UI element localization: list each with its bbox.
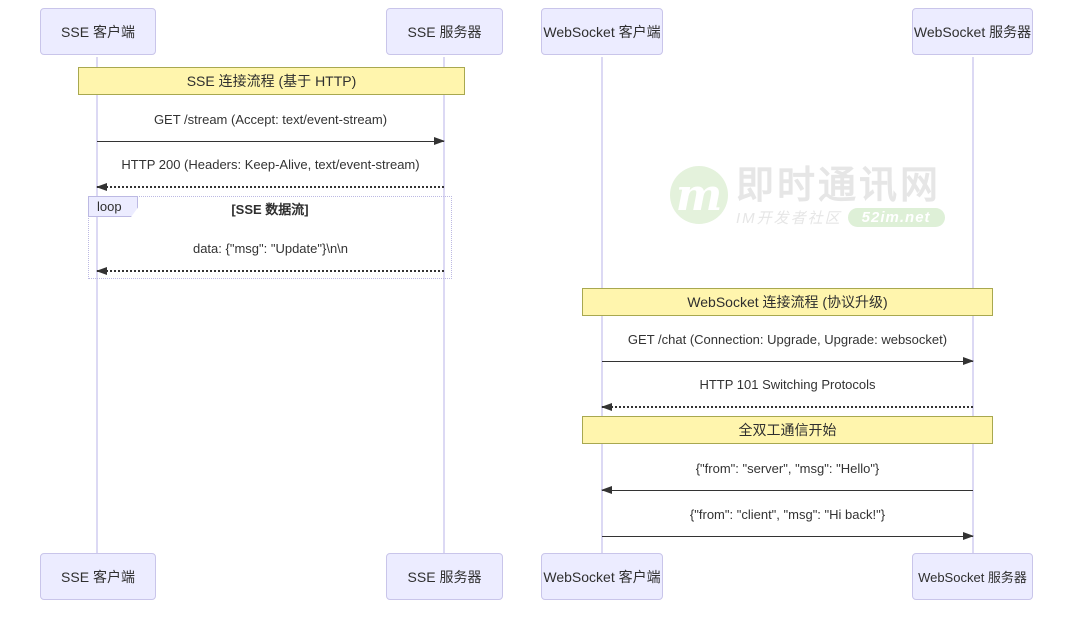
- watermark: m 即时通讯网 IM开发者社区 52im.net: [670, 166, 945, 228]
- arrowhead-right-icon: [434, 136, 445, 145]
- note-sse-flow-label: SSE 连接流程 (基于 HTTP): [186, 73, 357, 89]
- loop-label: loop: [97, 199, 122, 214]
- message-sse-stream-data: data: {"msg": "Update"}\n\n: [96, 241, 444, 277]
- message-ws-response: HTTP 101 Switching Protocols: [601, 377, 973, 413]
- actor-ws-server-bottom: WebSocket 服务器: [912, 553, 1033, 600]
- 52im-logo-icon: m: [670, 166, 728, 224]
- message-sse-request-label: GET /stream (Accept: text/event-stream): [153, 112, 388, 127]
- actor-ws-client-bottom: WebSocket 客户端: [541, 553, 663, 600]
- arrowhead-left-icon: [96, 182, 107, 191]
- note-ws-duplex-label: 全双工通信开始: [738, 422, 837, 438]
- loop-title: [SSE 数据流]: [231, 202, 309, 217]
- loop-label-tab: loop: [88, 196, 138, 217]
- message-ws-request-line: [602, 356, 974, 365]
- message-sse-stream-data-label: data: {"msg": "Update"}\n\n: [192, 241, 349, 256]
- actor-ws-server-top: WebSocket 服务器: [912, 8, 1033, 55]
- actor-sse-server-bottom: SSE 服务器: [386, 553, 503, 600]
- actor-label: SSE 客户端: [61, 23, 135, 40]
- lifeline-sse-client: [96, 57, 98, 553]
- actor-sse-client-bottom: SSE 客户端: [40, 553, 156, 600]
- watermark-title: 即时通讯网: [736, 165, 942, 207]
- message-ws-client-reply: {"from": "client", "msg": "Hi back!"}: [602, 507, 974, 543]
- message-ws-request: GET /chat (Connection: Upgrade, Upgrade:…: [602, 332, 974, 368]
- arrowhead-left-icon: [601, 402, 612, 411]
- message-ws-server-hello-line: [601, 485, 973, 494]
- message-sse-response: HTTP 200 (Headers: Keep-Alive, text/even…: [96, 157, 444, 193]
- watermark-subtitle: IM开发者社区: [736, 210, 842, 227]
- actor-label: WebSocket 服务器: [913, 23, 1032, 40]
- message-ws-response-line: [601, 402, 973, 411]
- actor-label: SSE 服务器: [407, 568, 482, 585]
- message-ws-server-hello: {"from": "server", "msg": "Hello"}: [601, 461, 973, 497]
- note-ws-upgrade: WebSocket 连接流程 (协议升级): [582, 288, 993, 316]
- message-ws-client-reply-line: [602, 531, 974, 540]
- message-ws-server-hello-label: {"from": "server", "msg": "Hello"}: [695, 461, 880, 476]
- message-ws-client-reply-label: {"from": "client", "msg": "Hi back!"}: [689, 507, 886, 522]
- note-sse-flow: SSE 连接流程 (基于 HTTP): [78, 67, 465, 95]
- watermark-logo-letter: m: [675, 169, 723, 221]
- watermark-site-badge: 52im.net: [847, 208, 945, 227]
- message-sse-request-line: [97, 136, 445, 145]
- message-ws-response-label: HTTP 101 Switching Protocols: [699, 377, 876, 392]
- message-sse-request: GET /stream (Accept: text/event-stream): [97, 112, 445, 148]
- actor-ws-client-top: WebSocket 客户端: [541, 8, 663, 55]
- arrowhead-right-icon: [963, 531, 974, 540]
- message-sse-stream-data-line: [96, 266, 444, 275]
- actor-label: WebSocket 客户端: [543, 23, 661, 40]
- message-ws-request-label: GET /chat (Connection: Upgrade, Upgrade:…: [627, 332, 948, 347]
- message-sse-response-label: HTTP 200 (Headers: Keep-Alive, text/even…: [121, 157, 420, 172]
- arrowhead-right-icon: [963, 356, 974, 365]
- actor-label: WebSocket 服务器: [918, 570, 1027, 585]
- loop-frame-sse-stream: loop [SSE 数据流]: [88, 196, 452, 279]
- actor-label: SSE 客户端: [61, 568, 135, 585]
- actor-sse-client-top: SSE 客户端: [40, 8, 156, 55]
- actor-sse-server-top: SSE 服务器: [386, 8, 503, 55]
- lifeline-sse-server: [443, 57, 445, 553]
- actor-label: WebSocket 客户端: [543, 568, 661, 585]
- actor-label: SSE 服务器: [407, 23, 482, 40]
- arrowhead-left-icon: [601, 485, 612, 494]
- message-sse-response-line: [96, 182, 444, 191]
- watermark-subtitle-row: IM开发者社区 52im.net: [736, 207, 945, 228]
- watermark-text-block: 即时通讯网 IM开发者社区 52im.net: [736, 166, 945, 228]
- note-ws-upgrade-label: WebSocket 连接流程 (协议升级): [687, 294, 888, 310]
- arrowhead-left-icon: [96, 266, 107, 275]
- note-ws-duplex: 全双工通信开始: [582, 416, 993, 444]
